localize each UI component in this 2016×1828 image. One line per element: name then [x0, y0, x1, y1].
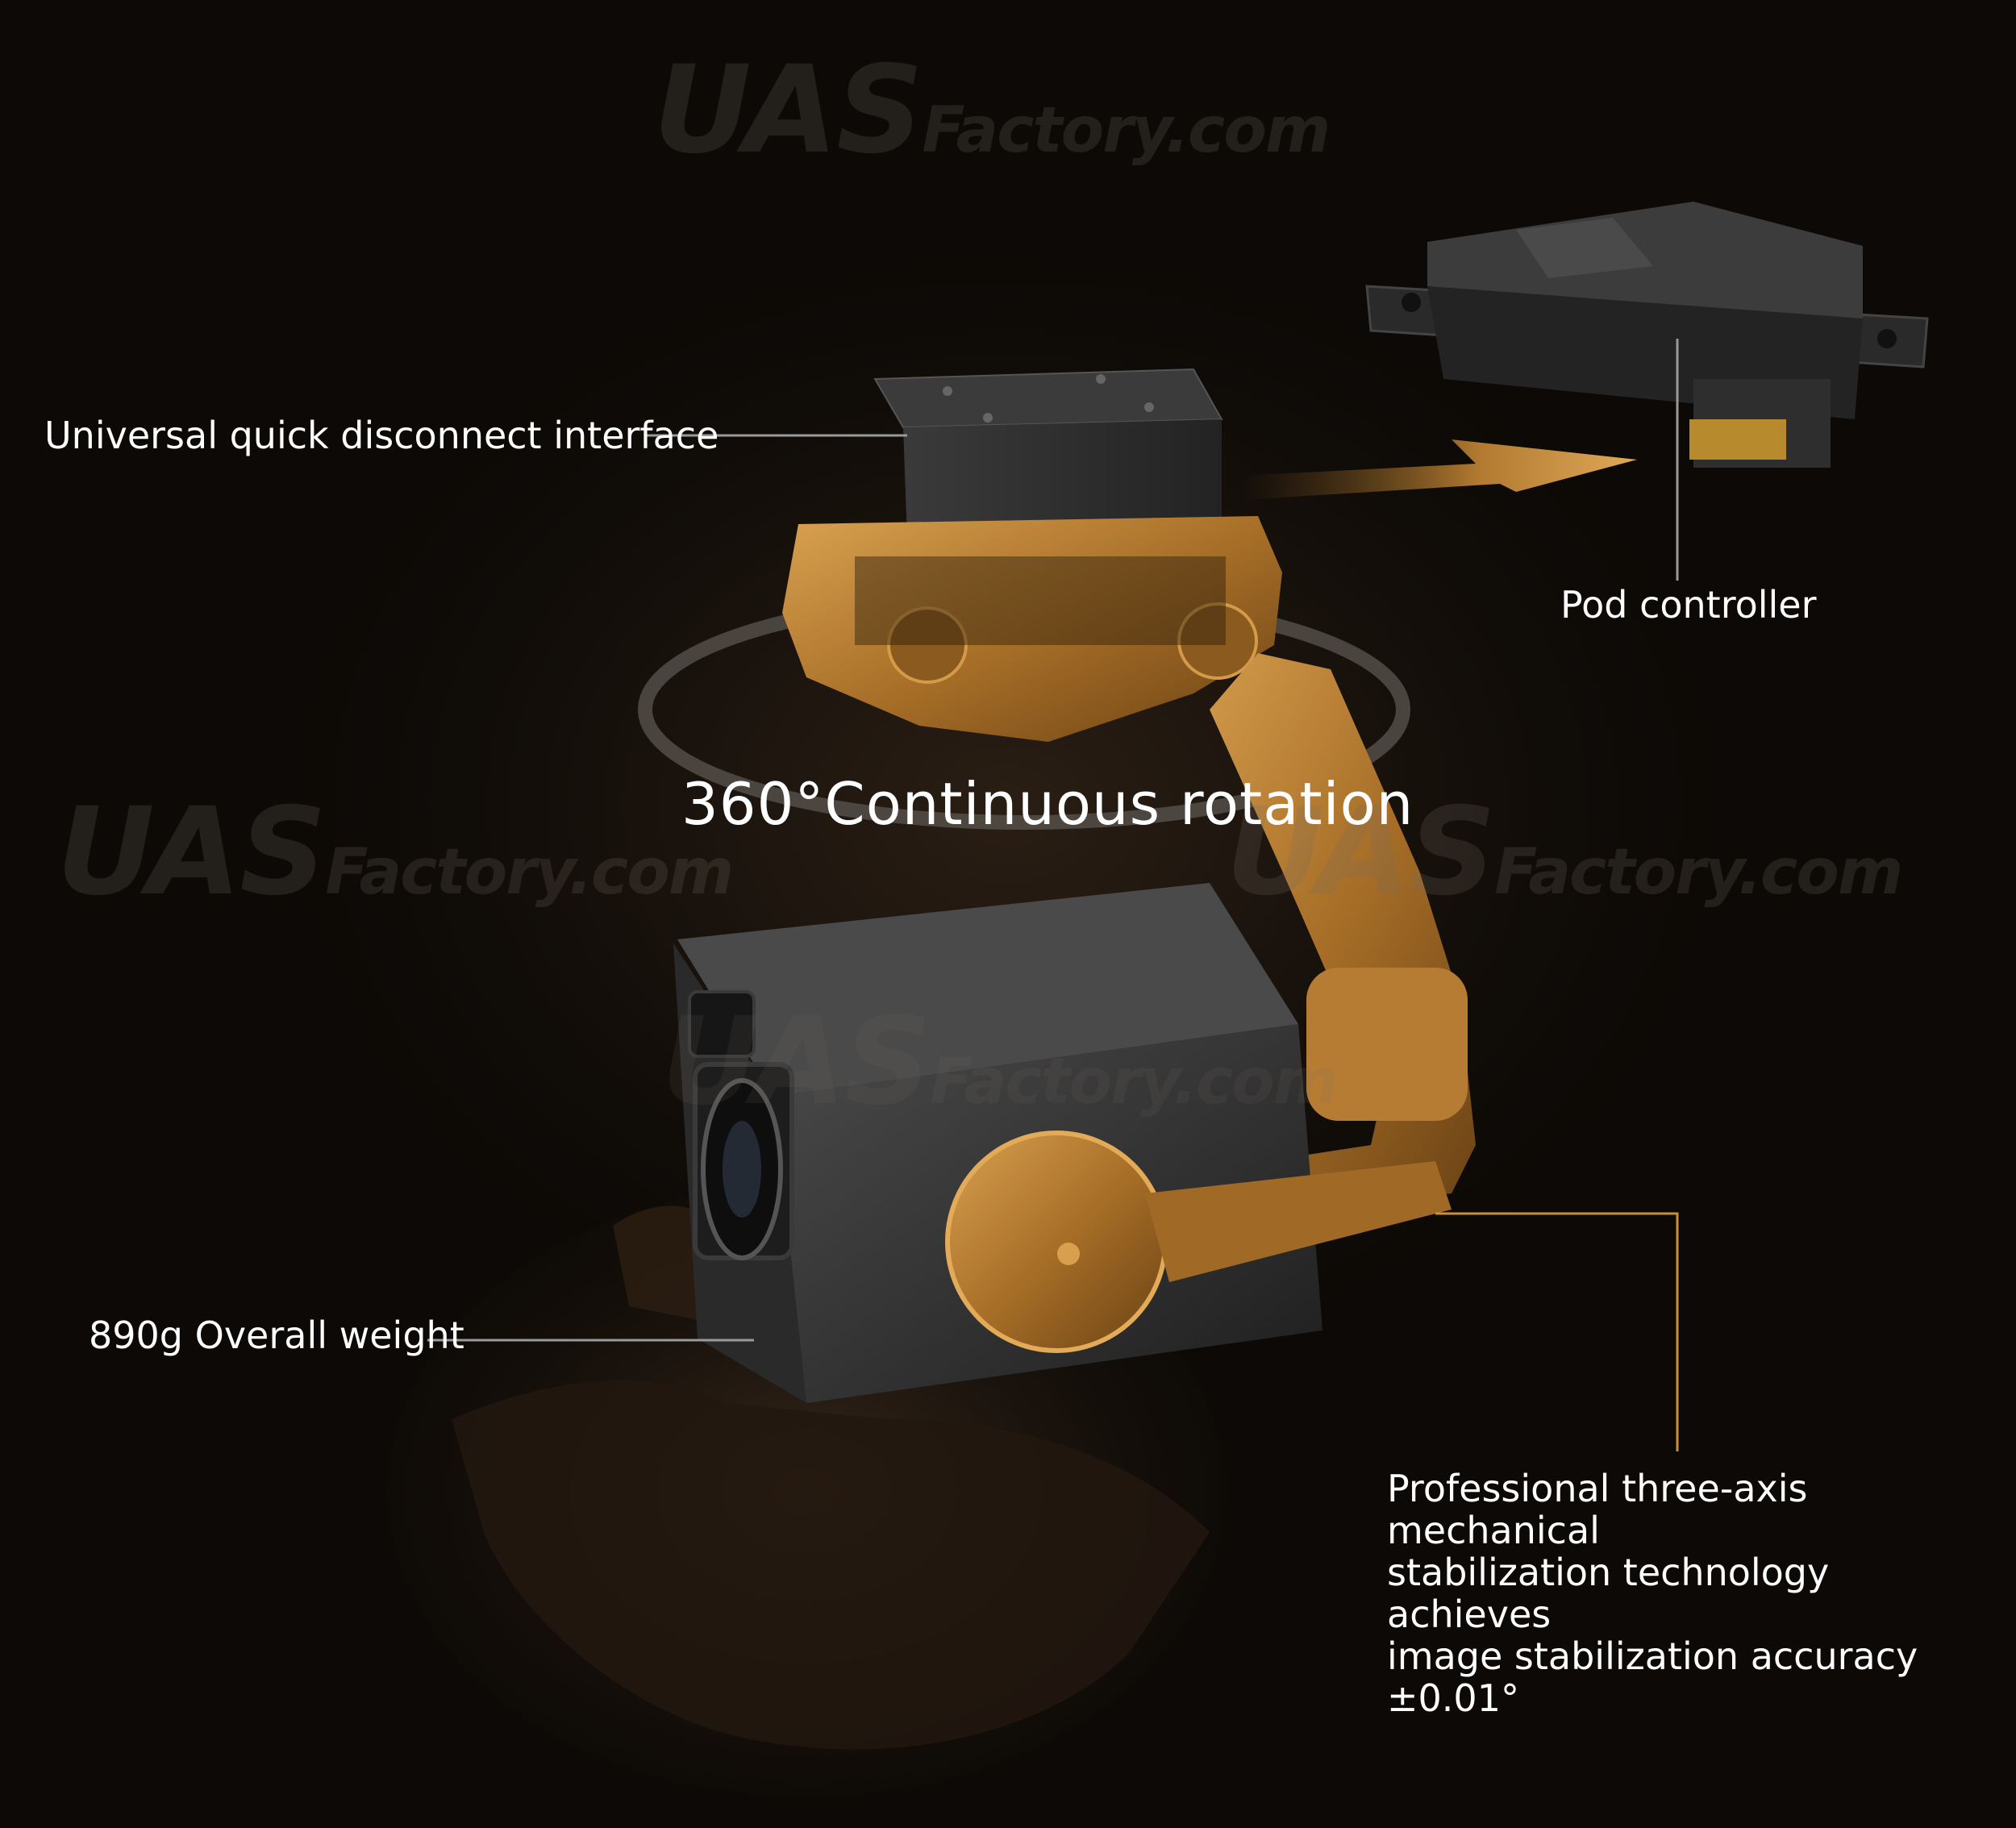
- label-rotation: 360°Continuous rotation: [681, 770, 1414, 838]
- damper-ball-right: [1177, 602, 1258, 680]
- disconnect-plate-top: [873, 368, 1223, 429]
- camera-sensor-window: [688, 990, 756, 1058]
- label-stabilization: Professional three-axis mechanical stabi…: [1387, 1468, 2000, 1719]
- hand-fingers: [452, 1380, 1210, 1750]
- watermark-mid-right: UASFactory.com: [1226, 782, 1903, 922]
- label-weight: 890g Overall weight: [89, 1314, 464, 1357]
- watermark-camera: UASFactory.com: [661, 992, 1339, 1132]
- label-stabilization-line3: image stabilization accuracy ±0.01°: [1387, 1634, 1918, 1720]
- gimbal-yoke-top: [782, 516, 1282, 742]
- disconnect-block: [903, 419, 1222, 539]
- direction-arrow: [1242, 439, 1637, 500]
- watermark-mid-left: UASFactory.com: [56, 782, 734, 922]
- pod-controller-pins: [1689, 419, 1786, 460]
- pod-controller-ridge: [1516, 218, 1653, 278]
- watermark-top: UASFactory.com: [653, 40, 1331, 181]
- label-stabilization-line1: Professional three-axis mechanical: [1387, 1467, 1808, 1552]
- arm-motor-housing: [1306, 968, 1468, 1121]
- leader-stabilization: [1435, 1212, 1679, 1451]
- label-quick-disconnect: Universal quick disconnect interface: [44, 414, 719, 457]
- camera-top: [677, 883, 1298, 1097]
- damper-ball-left: [887, 606, 968, 684]
- label-pod-controller: Pod controller: [1560, 583, 1817, 627]
- roll-arm: [1145, 1161, 1452, 1282]
- label-stabilization-line2: stabilization technology achieves: [1387, 1551, 1830, 1636]
- roll-motor: [945, 1131, 1168, 1353]
